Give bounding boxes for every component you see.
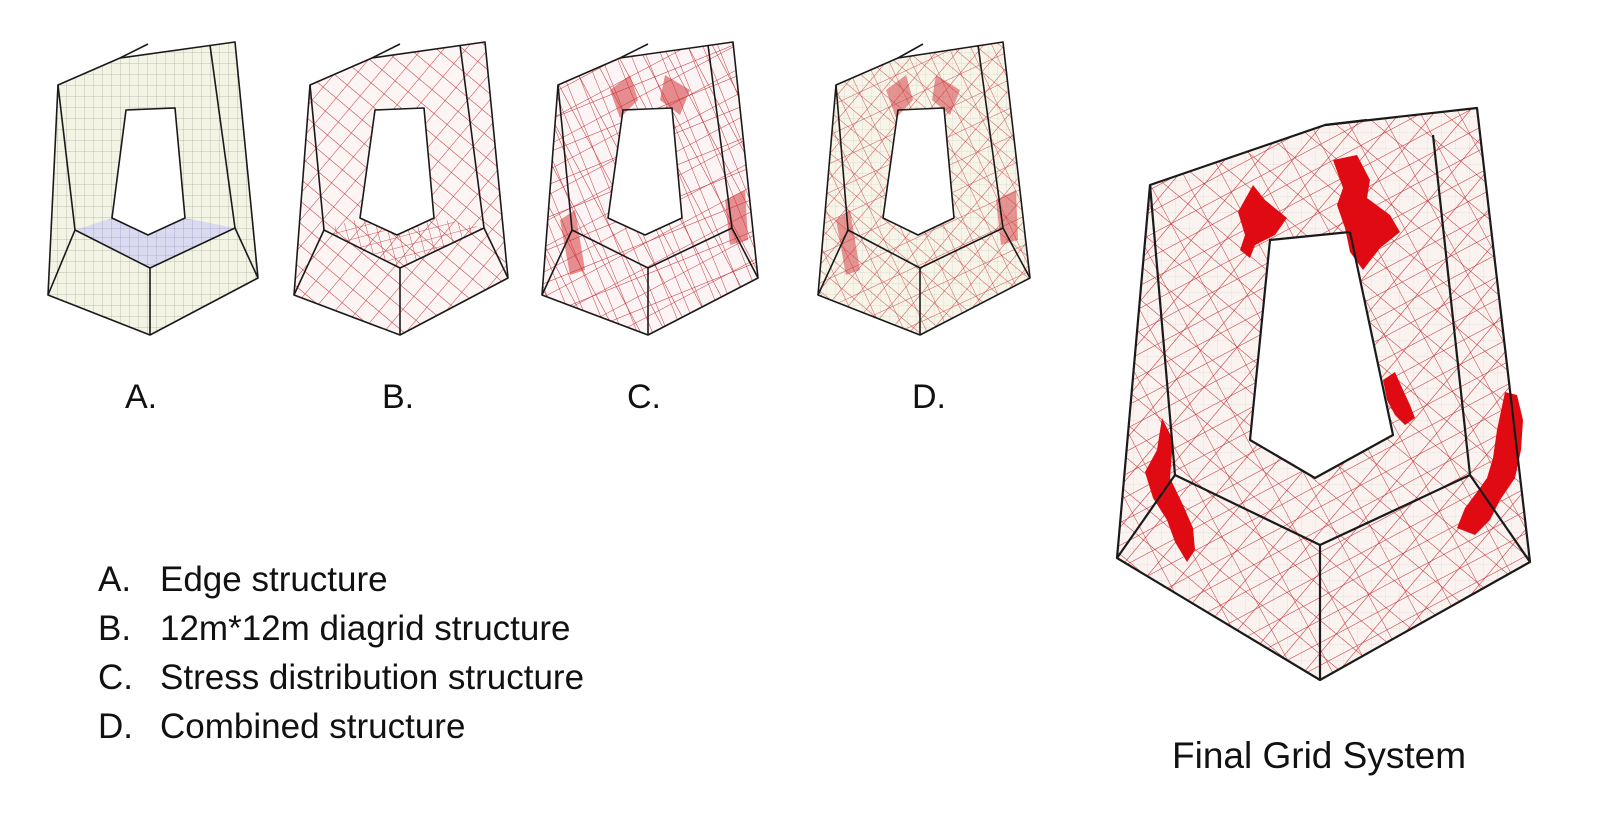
final-grid-caption: Final Grid System: [1172, 735, 1467, 776]
diagram-combined-structure: [808, 30, 1048, 350]
legend-key: A.: [98, 560, 132, 599]
legend-item-b: B. 12m*12m diagrid structure: [98, 604, 584, 653]
panel-label-a: A.: [125, 378, 158, 416]
legend-item-d: D. Combined structure: [98, 702, 584, 751]
diagrid-structure-drawing: [293, 41, 509, 336]
panel-label-b: B.: [382, 378, 415, 416]
legend-key: B.: [98, 609, 132, 648]
legend-item-c: C. Stress distribution structure: [98, 653, 584, 702]
legend-text: Combined structure: [160, 707, 466, 746]
stress-zones: [1145, 155, 1523, 562]
edge-structure-drawing: [47, 41, 259, 336]
panel-label-c: C.: [627, 378, 661, 416]
final-grid-drawing: [1115, 106, 1532, 682]
legend-list: A. Edge structure B. 12m*12m diagrid struc…: [98, 555, 584, 751]
diagram-diagrid-structure: [282, 30, 527, 350]
diagram-edge-structure: [30, 30, 280, 350]
diagram-final-grid-system: [1105, 100, 1555, 690]
legend-text: Edge structure: [160, 560, 388, 599]
panel-label-d: D.: [912, 378, 946, 416]
legend-key: C.: [98, 658, 133, 697]
legend-text: Stress distribution structure: [160, 658, 585, 697]
diagram-stress-distribution-structure: [530, 30, 780, 350]
combined-structure-drawing: [817, 41, 1031, 336]
legend-item-a: A. Edge structure: [98, 555, 584, 604]
stress-distribution-drawing: [541, 41, 759, 336]
legend-text: 12m*12m diagrid structure: [160, 609, 571, 648]
legend-key: D.: [98, 707, 133, 746]
